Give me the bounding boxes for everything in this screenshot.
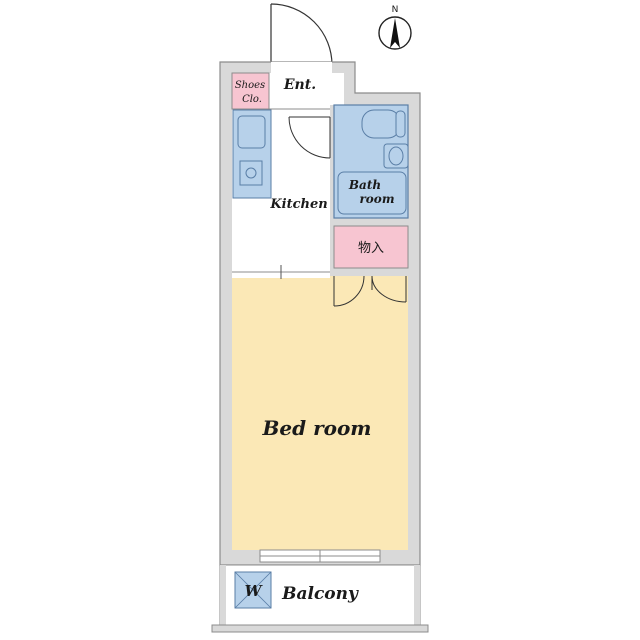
compass-north-icon: N	[378, 5, 412, 50]
closet-doors-icon	[333, 275, 407, 307]
bath-label-2: room	[359, 192, 394, 206]
storage-closet: 物入	[333, 225, 409, 269]
shoes-closet-label-2: Clo.	[242, 94, 262, 105]
kitchen-counter	[232, 109, 272, 199]
balcony: W Balcony	[211, 564, 429, 633]
bathroom: Bath room	[333, 104, 409, 219]
stove-icon	[239, 160, 263, 186]
balcony-label: Balcony	[281, 584, 359, 604]
shoes-closet-label-1: Shoes	[235, 80, 265, 91]
bath-door-icon	[288, 116, 331, 159]
kitchen-label: Kitchen	[269, 197, 327, 212]
washer-icon: W	[234, 571, 272, 609]
toilet-icon	[383, 143, 409, 169]
bedroom-floor	[232, 276, 408, 550]
entrance-label: Ent.	[283, 77, 316, 93]
entrance-door-icon	[270, 3, 333, 66]
washer-label: W	[245, 582, 264, 600]
bedroom-label: Bed room	[262, 416, 372, 440]
storage-label: 物入	[358, 241, 384, 256]
bath-label-1: Bath	[348, 178, 381, 192]
sink-icon	[237, 115, 266, 149]
balcony-window	[259, 549, 381, 563]
compass-label: N	[392, 5, 399, 15]
bathtub-icon	[337, 171, 407, 215]
shoes-closet: Shoes Clo.	[231, 72, 270, 110]
washbasin-icon	[361, 109, 401, 139]
